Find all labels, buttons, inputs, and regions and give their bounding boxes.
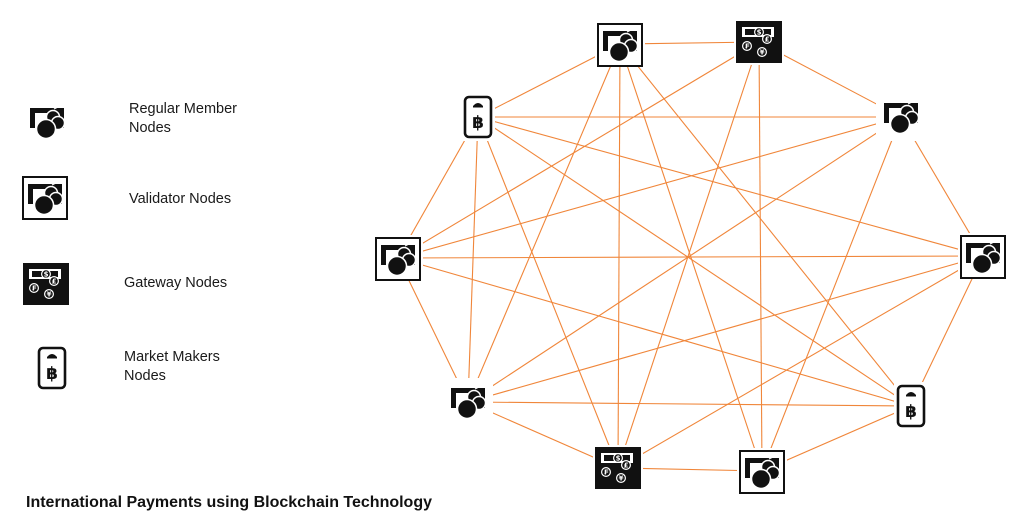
edge-N1-N8 bbox=[397, 41, 760, 259]
edge-N2-N8 bbox=[397, 116, 902, 259]
edge-N0-N7 bbox=[467, 43, 621, 403]
edge-N9-N7 bbox=[467, 116, 479, 403]
legend-label-validator: Validator Nodes bbox=[129, 191, 232, 207]
svg-text:¥: ¥ bbox=[619, 475, 624, 483]
edge-N9-N3 bbox=[477, 116, 984, 257]
svg-text:¥: ¥ bbox=[47, 291, 52, 299]
edge-N3-N7 bbox=[467, 255, 984, 403]
legend-item-gateway: $£ ₣ ¥ Gateway Nodes bbox=[0, 262, 300, 322]
legend-label-market-maker: Market Makers Nodes bbox=[124, 349, 220, 384]
edge-N3-N6 bbox=[617, 255, 984, 469]
svg-text:¥: ¥ bbox=[760, 49, 765, 57]
svg-text:₣: ₣ bbox=[745, 43, 750, 51]
edge-N7-N4 bbox=[467, 401, 912, 407]
network-edges bbox=[397, 41, 984, 472]
svg-text:£: £ bbox=[765, 36, 770, 44]
legend-label-gateway: Gateway Nodes bbox=[124, 275, 228, 291]
svg-text:₣: ₣ bbox=[32, 285, 37, 293]
node-regular-n7 bbox=[443, 378, 493, 426]
svg-text:£: £ bbox=[52, 278, 57, 286]
network-nodes: $£₣¥฿$£₣¥฿ bbox=[373, 19, 1008, 494]
svg-text:฿: ฿ bbox=[472, 113, 484, 133]
edge-N3-N4 bbox=[910, 255, 984, 407]
edge-N1-N6 bbox=[617, 41, 760, 469]
node-market-maker-n4: ฿ bbox=[894, 382, 928, 430]
svg-text:$: $ bbox=[44, 271, 49, 279]
edge-N0-N4 bbox=[619, 43, 912, 407]
node-market-maker-n9: ฿ bbox=[461, 93, 495, 141]
edge-N5-N0 bbox=[619, 43, 763, 472]
edge-N8-N4 bbox=[397, 257, 912, 407]
diagram-caption: International Payments using Blockchain … bbox=[26, 494, 432, 511]
svg-text:£: £ bbox=[624, 462, 629, 470]
legend-item-validator: Validator Nodes bbox=[0, 176, 300, 236]
node-gateway-n1: $£ ₣ ¥ bbox=[734, 19, 784, 65]
bitcoin-phone-icon: ฿ bbox=[37, 346, 67, 390]
node-validator-n3 bbox=[958, 233, 1008, 279]
framed-money-coins-icon bbox=[22, 176, 68, 220]
legend-item-market-maker: ฿ Market Makers Nodes bbox=[0, 346, 300, 406]
edge-N2-N5 bbox=[761, 116, 902, 472]
node-validator-n5 bbox=[737, 448, 787, 494]
node-validator-n8 bbox=[373, 235, 423, 281]
legend-item-regular: Regular Member Nodes bbox=[0, 96, 300, 156]
edge-N2-N7 bbox=[467, 116, 902, 403]
edge-N9-N4 bbox=[477, 116, 912, 407]
svg-text:฿: ฿ bbox=[46, 364, 58, 384]
svg-text:₣: ₣ bbox=[604, 469, 609, 477]
edge-N9-N6 bbox=[477, 116, 619, 469]
svg-text:$: $ bbox=[616, 455, 621, 463]
node-gateway-n6: $£ ₣ ¥ bbox=[593, 445, 643, 491]
node-validator-n0 bbox=[595, 21, 645, 67]
edge-N0-N6 bbox=[617, 43, 621, 469]
legend-label-regular: Regular Member Nodes bbox=[129, 101, 237, 136]
svg-text:$: $ bbox=[757, 29, 762, 37]
money-coins-icon bbox=[30, 104, 66, 140]
node-regular-n2 bbox=[876, 93, 926, 141]
currency-exchange-icon: $£ ₣ ¥ bbox=[23, 263, 69, 305]
svg-text:฿: ฿ bbox=[905, 402, 917, 422]
